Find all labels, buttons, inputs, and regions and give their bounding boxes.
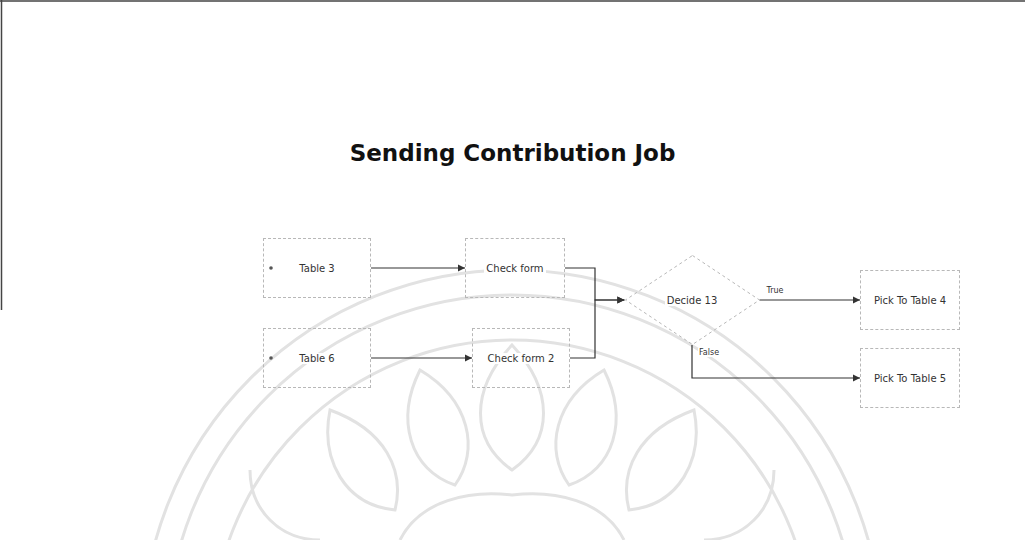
entry-dot <box>269 266 273 270</box>
node-label: Pick To Table 5 <box>872 373 948 384</box>
seal-watermark <box>142 270 882 540</box>
node-label: Check form <box>484 263 545 274</box>
flow-connector <box>565 268 625 300</box>
node-label: Table 6 <box>297 353 336 364</box>
process-box: Table 6 <box>263 328 371 388</box>
flow-connector <box>570 300 625 358</box>
node-label: Decide 13 <box>665 295 720 306</box>
process-box: Pick To Table 4 <box>860 270 960 330</box>
node-label: Check form 2 <box>486 353 557 364</box>
frame-line <box>0 0 1025 2</box>
flow-connector <box>371 357 472 358</box>
process-box: Pick To Table 5 <box>860 348 960 408</box>
flow-connector <box>692 345 860 378</box>
diagram-title: Sending Contribution Job <box>0 140 1025 166</box>
process-box: Table 3 <box>263 238 371 298</box>
frame-line <box>1 0 3 310</box>
process-box: Check form 2 <box>472 328 570 388</box>
entry-dot <box>269 356 273 360</box>
process-box: Check form <box>465 238 565 298</box>
edge-label: True <box>766 286 785 295</box>
node-label: Table 3 <box>297 263 336 274</box>
flow-connector <box>760 299 861 300</box>
edge-label: False <box>698 348 720 357</box>
node-label: Pick To Table 4 <box>872 295 948 306</box>
flow-connector <box>371 267 465 268</box>
decision-diamond: Decide 13 <box>625 255 760 345</box>
